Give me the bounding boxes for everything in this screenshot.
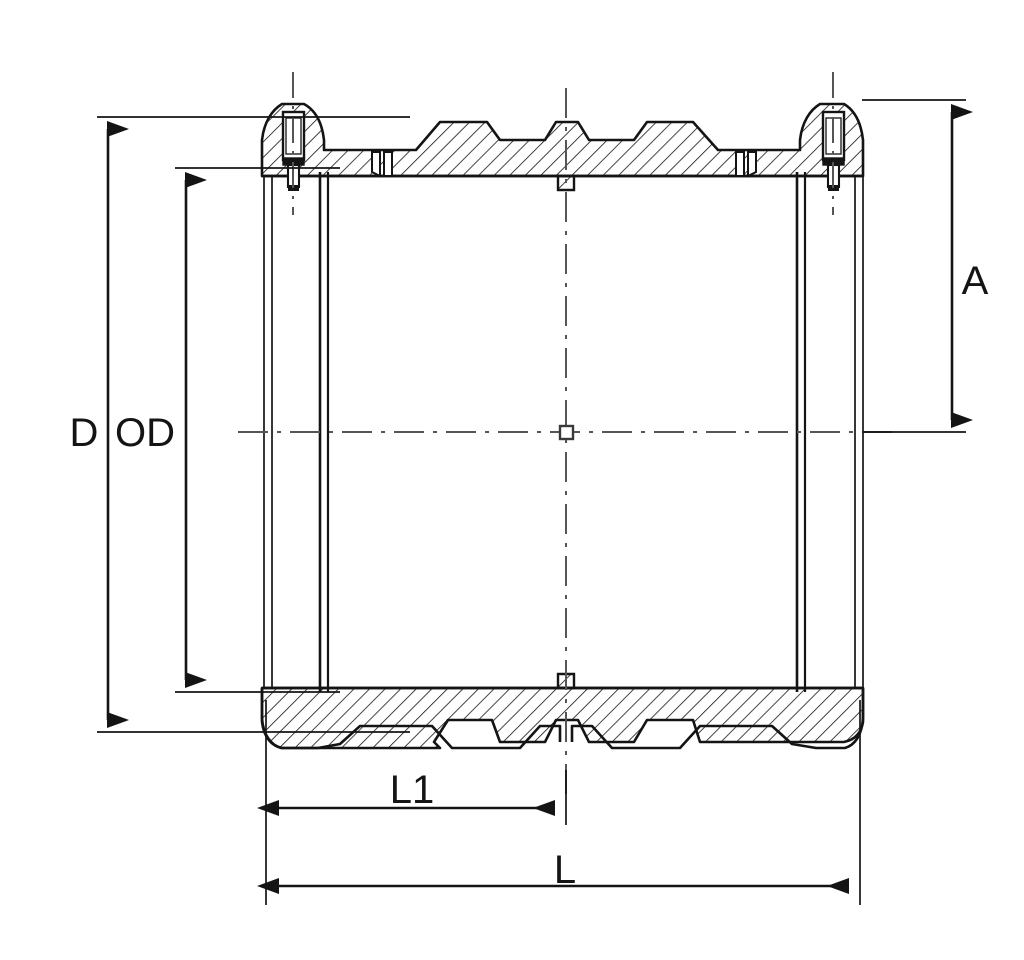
dimension-label-OD: OD [115, 411, 175, 455]
dimension-label-D: D [70, 411, 99, 455]
left-coil-channel-2 [383, 151, 393, 177]
right-coil-channel [735, 151, 745, 177]
heating-coil-channels [371, 151, 757, 178]
extension-lines [97, 99, 966, 905]
right-coil-channel-2 [747, 151, 757, 178]
bottom-outer-contour [260, 688, 865, 750]
dimension-label-L1: L1 [390, 768, 435, 812]
top-wall-section [260, 102, 865, 178]
dimension-arrows [106, 104, 973, 894]
center-origin-marker [558, 424, 575, 441]
dimension-labels: D OD A L1 L [70, 259, 989, 892]
dimension-label-A: A [962, 259, 989, 303]
dimension-label-L: L [554, 848, 576, 892]
left-coil-channel [371, 151, 381, 178]
